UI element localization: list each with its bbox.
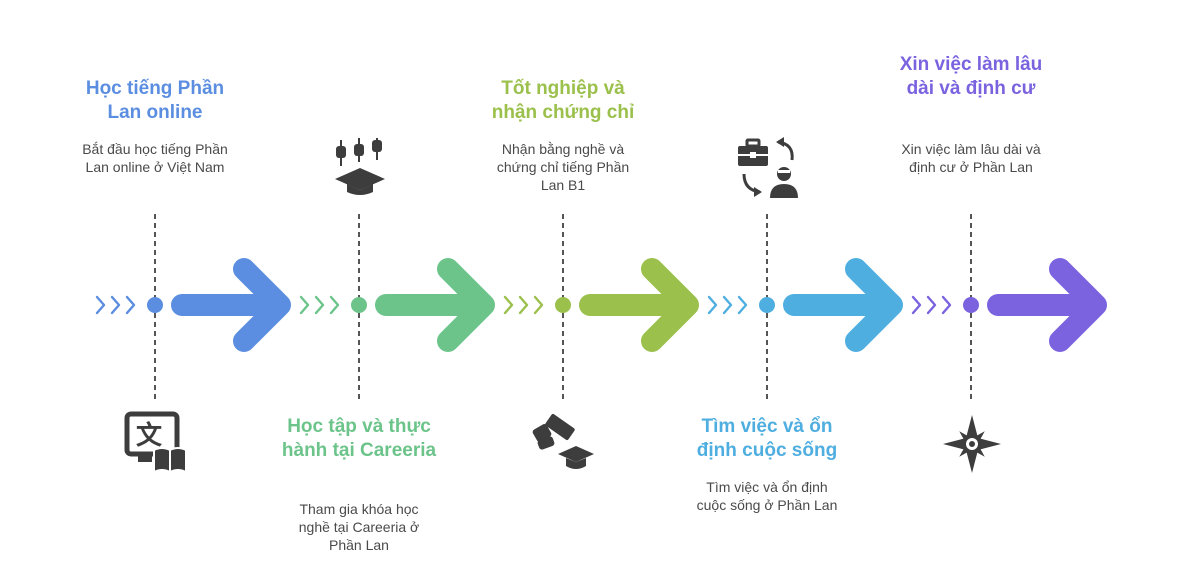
step-3-chevron-3 (533, 295, 544, 315)
step-5-description: Xin việc làm lâu dài và định cư ở Phần L… (901, 141, 1041, 175)
compass-star-icon (943, 415, 1001, 473)
step-1-chevron-3 (125, 295, 136, 315)
step-2-title: Học tập và thực hành tại Careeria (281, 416, 437, 461)
diploma-cap-icon (532, 414, 594, 469)
job-switch-icon (738, 137, 798, 198)
step-3-title: Tốt nghiệp và nhận chứng chỉ (491, 78, 635, 123)
step-3-dot (555, 297, 571, 313)
step-4-description: Tìm việc và ổn định cuộc sống ở Phần Lan (696, 479, 838, 513)
step-4-chevron-1 (707, 295, 718, 315)
step-3-arrow-head (641, 258, 699, 352)
step-3-chevron-1 (503, 295, 514, 315)
step-5-chevron-3 (941, 295, 952, 315)
step-4-chevron-3 (737, 295, 748, 315)
step-1-description: Bắt đầu học tiếng Phần Lan online ở Việt… (82, 141, 228, 175)
graduation-abacus-icon (335, 138, 385, 195)
step-2-chevron-3 (329, 295, 340, 315)
step-5-chevron-2 (926, 295, 937, 315)
step-2-chevron-1 (299, 295, 310, 315)
step-3-chevron-2 (518, 295, 529, 315)
svg-text:文: 文 (136, 420, 163, 451)
translate-book-icon: 文 (124, 411, 187, 474)
step-4-title: Tìm việc và ổn định cuộc sống (696, 416, 838, 461)
step-1-arrow-head (233, 258, 291, 352)
step-2-chevron-2 (314, 295, 325, 315)
step-1-chevron-1 (95, 295, 106, 315)
step-5-title: Xin việc làm lâu dài và định cư (899, 54, 1043, 99)
step-2-dot (351, 297, 367, 313)
step-4-arrow-head (845, 258, 903, 352)
step-3-description: Nhận bằng nghề và chứng chỉ tiếng Phần L… (496, 141, 630, 193)
step-2-description: Tham gia khóa học nghề tại Careeria ở Ph… (298, 501, 420, 553)
step-5-arrow-head (1049, 258, 1107, 352)
step-1-chevron-2 (110, 295, 121, 315)
step-5-dot (963, 297, 979, 313)
step-1-dot (147, 297, 163, 313)
step-2-arrow-head (437, 258, 495, 352)
step-5-chevron-1 (911, 295, 922, 315)
step-4-dot (759, 297, 775, 313)
step-1-title: Học tiếng Phần Lan online (85, 78, 225, 123)
step-4-chevron-2 (722, 295, 733, 315)
